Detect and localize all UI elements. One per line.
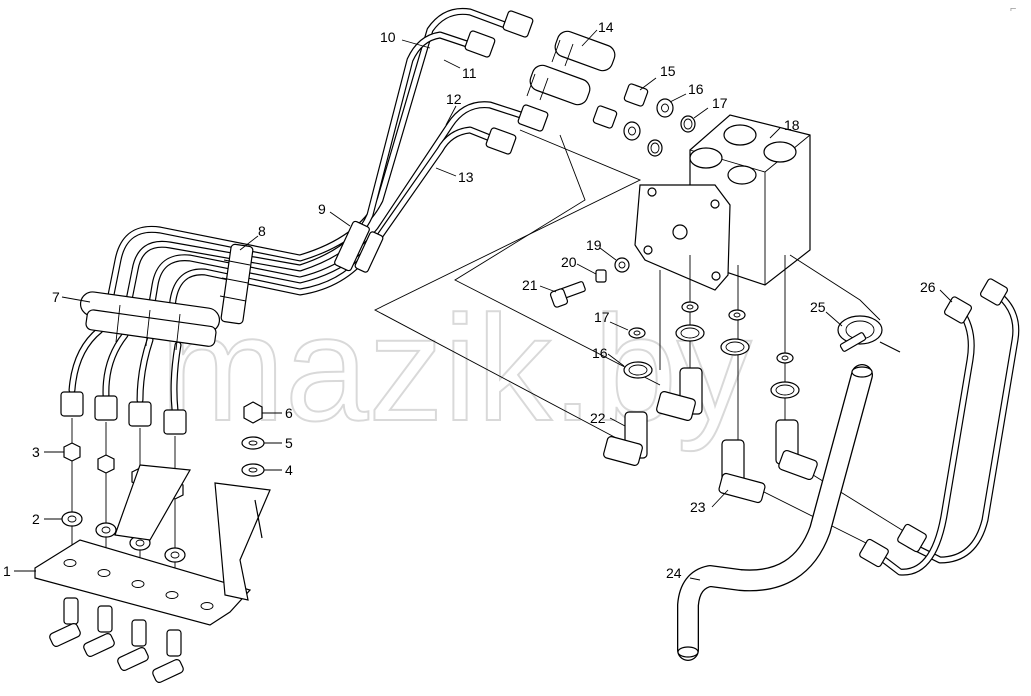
- callout-24: 24: [666, 565, 682, 581]
- callout-3: 3: [32, 444, 40, 460]
- callout-12: 12: [446, 91, 462, 107]
- callout-10: 10: [380, 29, 396, 45]
- elbow-fittings: [603, 367, 818, 504]
- small-parts: [549, 257, 800, 399]
- callout-11: 11: [462, 65, 477, 81]
- callout-19: 19: [586, 237, 602, 253]
- callout-4: 4: [285, 462, 293, 478]
- callout-23: 23: [690, 499, 706, 515]
- callout-9: 9: [318, 201, 326, 217]
- callout-26: 26: [920, 279, 936, 295]
- bracket-assembly: [34, 391, 271, 683]
- hose: [677, 315, 901, 661]
- watermark: mazik.by: [160, 284, 752, 452]
- callout-18: 18: [784, 117, 800, 133]
- callout-21: 21: [522, 277, 538, 293]
- callout-labels: 1 2 3 4 5 6 7 8 9 10 11 12 13 14 15 16 1…: [3, 19, 936, 581]
- callout-6: 6: [285, 405, 293, 421]
- fittings-row: [526, 30, 696, 157]
- callout-17: 17: [712, 95, 728, 111]
- callout-8: 8: [258, 223, 266, 239]
- callout-20: 20: [561, 254, 577, 270]
- callout-13: 13: [458, 169, 474, 185]
- right-tubes: [859, 278, 1020, 576]
- valve-block: [634, 114, 811, 291]
- callout-leaders: [14, 29, 953, 581]
- callout-16b: 16: [592, 345, 608, 361]
- callout-5: 5: [285, 435, 293, 451]
- callout-16: 16: [688, 81, 704, 97]
- callout-25: 25: [810, 299, 826, 315]
- callout-17b: 17: [594, 309, 610, 325]
- callout-7: 7: [52, 289, 60, 305]
- tube-bundle: [68, 7, 549, 414]
- callout-14: 14: [598, 19, 614, 35]
- callout-22: 22: [590, 410, 606, 426]
- callout-15: 15: [660, 63, 676, 79]
- callout-1: 1: [3, 563, 11, 579]
- corner-mark: ⌐: [1010, 3, 1016, 15]
- callout-2: 2: [32, 511, 40, 527]
